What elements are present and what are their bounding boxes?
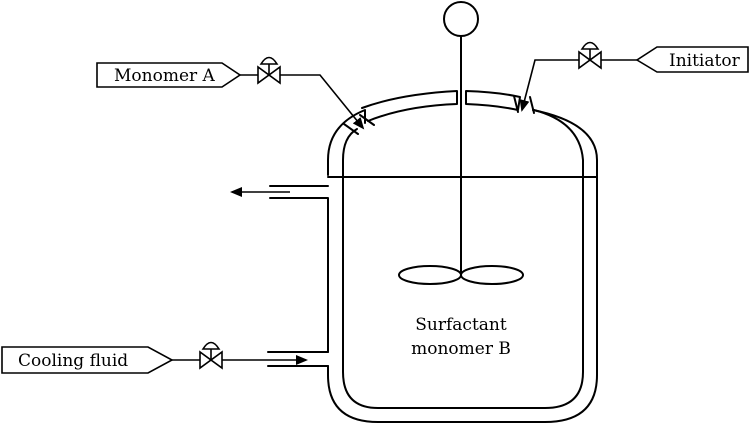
monomer-a-valve-icon[interactable] (257, 56, 281, 85)
monomer-a-feed-line (280, 74, 365, 130)
cooling-jacket-outer (327, 109, 598, 423)
vessel-contents-line2: monomer B (411, 339, 511, 359)
jacket-lid-right (465, 90, 521, 111)
jacket-right-top (342, 109, 584, 409)
jacket-outlet-pipe (269, 185, 329, 353)
agitator-motor-icon (443, 1, 479, 37)
vessel-contents-line1: Surfactant (415, 315, 507, 335)
jacket-lid-left (361, 90, 458, 122)
vessel-inner-left (342, 128, 358, 176)
impeller-icon (398, 265, 524, 285)
initiator-valve-icon[interactable] (578, 41, 602, 70)
jacket-inlet-pipe (267, 351, 329, 367)
monomer-a-tag (96, 62, 242, 88)
cooling-fluid-tag (1, 346, 174, 374)
initiator-tag (635, 46, 749, 73)
cooling-fluid-label: Cooling fluid (18, 351, 128, 371)
initiator-nozzle (513, 95, 535, 114)
initiator-label: Initiator (669, 51, 741, 71)
monomer-a-label: Monomer A (114, 66, 216, 86)
initiator-feed-line (519, 59, 579, 112)
cooling-valve-icon[interactable] (199, 341, 223, 370)
monomer-a-nozzle (343, 114, 375, 135)
